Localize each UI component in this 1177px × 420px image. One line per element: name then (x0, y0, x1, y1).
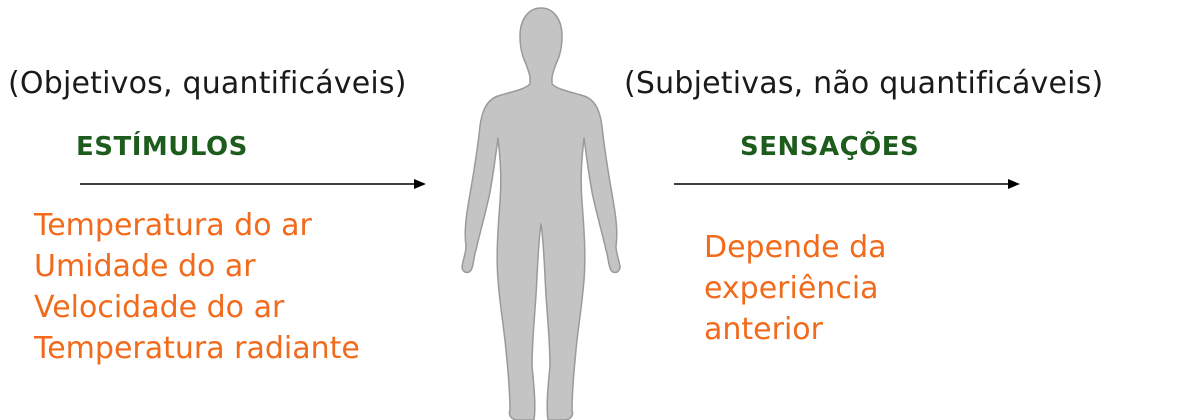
stimuli-list: Temperatura do ar Umidade do ar Velocida… (34, 205, 360, 369)
stimulus-item: Temperatura radiante (34, 328, 360, 369)
stimulus-item: Temperatura do ar (34, 205, 360, 246)
arrow-right-icon (674, 176, 1020, 192)
stimuli-caption: (Objetivos, quantificáveis) (8, 66, 407, 101)
stimulus-item: Velocidade do ar (34, 287, 360, 328)
human-silhouette-icon (452, 6, 630, 420)
sensation-line: experiência (704, 268, 887, 309)
sensations-text: Depende da experiência anterior (704, 227, 887, 350)
sensation-line: Depende da (704, 227, 887, 268)
stimulus-item: Umidade do ar (34, 246, 360, 287)
arrow-right-icon (80, 176, 426, 192)
sensation-line: anterior (704, 309, 887, 350)
sensations-caption: (Subjetivas, não quantificáveis) (624, 66, 1103, 101)
sensations-heading: SENSAÇÕES (740, 132, 919, 162)
stimuli-heading: ESTÍMULOS (76, 132, 248, 162)
